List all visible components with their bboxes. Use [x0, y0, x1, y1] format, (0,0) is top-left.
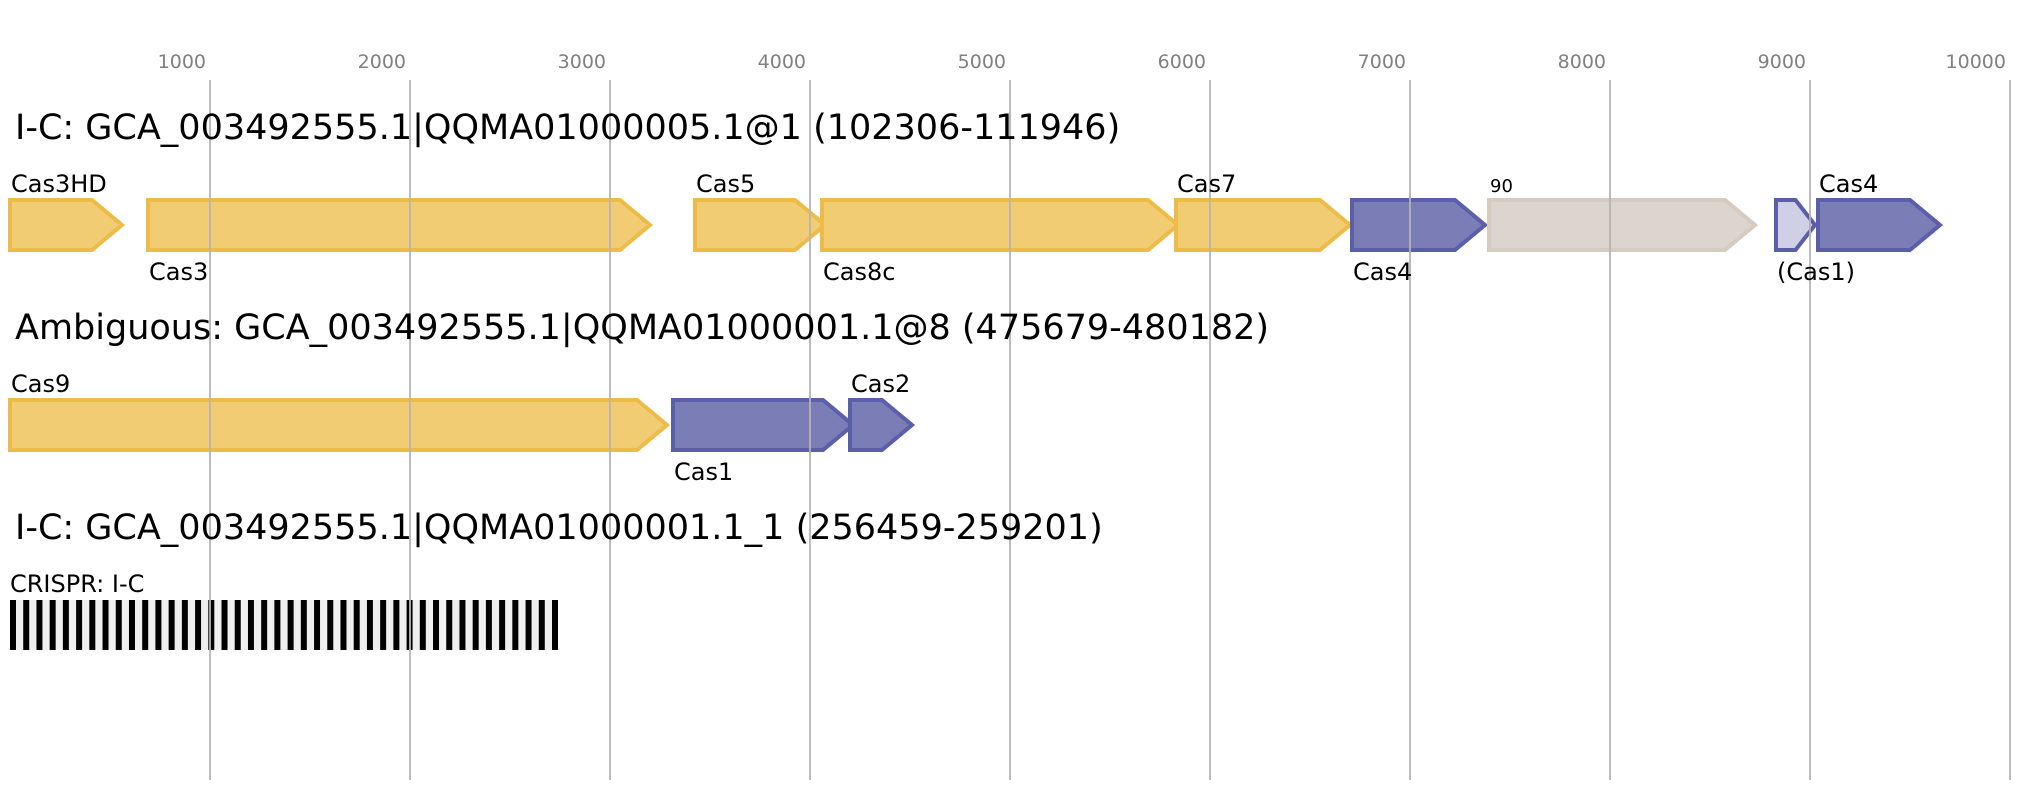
- crispr-repeat: [274, 600, 281, 650]
- tick-label-7000: 7000: [1358, 51, 1406, 73]
- crispr-repeat: [181, 600, 188, 650]
- gene-arrow-cas5: [693, 198, 829, 252]
- track-title-1: I-C: GCA_003492555.1|QQMA01000005.1@1 (1…: [15, 108, 1120, 148]
- gene-label-cas7: Cas7: [1177, 170, 1236, 198]
- gene-label-cas5: Cas5: [696, 170, 755, 198]
- track-titles: I-C: GCA_003492555.1|QQMA01000005.1@1 (1…: [15, 108, 1269, 548]
- crispr-repeat: [142, 600, 149, 650]
- crispr-repeat: [247, 600, 254, 650]
- track-title-3: I-C: GCA_003492555.1|QQMA01000001.1_1 (2…: [15, 508, 1103, 548]
- crispr-repeat: [366, 600, 373, 650]
- gene-label-cas8c: Cas8c: [823, 258, 895, 286]
- crispr-repeat: [10, 600, 16, 650]
- crispr-repeat: [287, 600, 294, 650]
- crispr-repeat: [221, 600, 228, 650]
- gene-label-cas9: Cas9: [11, 370, 70, 398]
- gene-label-cas2: Cas2: [851, 370, 910, 398]
- track-title-2: Ambiguous: GCA_003492555.1|QQMA01000001.…: [15, 308, 1269, 348]
- gene-arrow-cas4: [1350, 198, 1489, 252]
- gene-arrow-cas9: [8, 398, 671, 452]
- gene-arrow-cas1: [671, 398, 857, 452]
- gene-arrow-cas3: [146, 198, 654, 252]
- gene-arrow-cas2: [848, 398, 916, 452]
- crispr-repeat: [23, 600, 30, 650]
- crispr-repeat: [314, 600, 321, 650]
- crispr-repeat: [234, 600, 241, 650]
- gene-arrow-cas8c: [820, 198, 1182, 252]
- crispr-repeat: [459, 600, 466, 650]
- crispr-repeat: [300, 600, 307, 650]
- genes-layer: [8, 198, 1944, 650]
- tick-label-8000: 8000: [1558, 51, 1606, 73]
- tick-label-4000: 4000: [758, 51, 806, 73]
- gene-label-90: 90: [1490, 176, 1513, 197]
- gene-label-cas3hd: Cas3HD: [11, 170, 107, 198]
- gene-label-cas4: Cas4: [1353, 258, 1412, 286]
- crispr-repeat: [89, 600, 96, 650]
- gene-arrow-90: [1487, 198, 1759, 252]
- crispr-repeat: [62, 600, 69, 650]
- crispr-repeat: [419, 600, 426, 650]
- gene-labels: Cas3HDCas3Cas5Cas8cCas7Cas490(Cas1)Cas4C…: [10, 170, 1878, 598]
- gene-arrow-cas3hd: [8, 198, 126, 252]
- gene-label-cas1: (Cas1): [1777, 258, 1855, 286]
- crispr-repeat: [485, 600, 492, 650]
- crispr-label: CRISPR: I-C: [10, 570, 144, 598]
- crispr-repeat: [340, 600, 347, 650]
- crispr-repeat: [76, 600, 83, 650]
- gene-arrow-cas7: [1174, 198, 1354, 252]
- crispr-repeat: [393, 600, 400, 650]
- crispr-repeat: [102, 600, 109, 650]
- tick-label-2000: 2000: [358, 51, 406, 73]
- gene-label-cas1: Cas1: [674, 458, 733, 486]
- tick-label-1000: 1000: [158, 51, 206, 73]
- tick-label-3000: 3000: [558, 51, 606, 73]
- crispr-repeat: [499, 600, 506, 650]
- crispr-repeat: [261, 600, 268, 650]
- tick-label-5000: 5000: [958, 51, 1006, 73]
- crispr-repeat: [115, 600, 122, 650]
- crispr-repeat: [327, 600, 334, 650]
- crispr-repeat: [195, 600, 202, 650]
- crispr-repeat: [538, 600, 545, 650]
- crispr-repeat: [36, 600, 43, 650]
- crispr-repeat: [168, 600, 175, 650]
- crispr-repeat: [525, 600, 532, 650]
- crispr-repeat: [353, 600, 360, 650]
- crispr-repeat: [552, 600, 558, 650]
- crispr-repeat: [433, 600, 440, 650]
- crispr-repeat: [128, 600, 135, 650]
- gene-label-cas4: Cas4: [1819, 170, 1878, 198]
- gene-arrow-cas1: [1774, 198, 1818, 252]
- crispr-array-background: [10, 600, 558, 650]
- gene-arrow-cas4: [1816, 198, 1944, 252]
- crispr-repeat: [380, 600, 387, 650]
- tick-label-10000: 10000: [1946, 51, 2006, 73]
- gene-label-cas3: Cas3: [149, 258, 208, 286]
- crispr-repeat: [472, 600, 479, 650]
- crispr-repeat: [155, 600, 162, 650]
- grid-layer: [209, 80, 2011, 780]
- crispr-repeat: [49, 600, 56, 650]
- crispr-repeat: [208, 600, 215, 650]
- tick-label-9000: 9000: [1758, 51, 1806, 73]
- crispr-repeat: [446, 600, 453, 650]
- crispr-repeat: [512, 600, 519, 650]
- tick-label-6000: 6000: [1158, 51, 1206, 73]
- axis-ticks: 1000 2000 3000 4000 5000 6000 7000 8000 9000 1000…: [158, 51, 2006, 73]
